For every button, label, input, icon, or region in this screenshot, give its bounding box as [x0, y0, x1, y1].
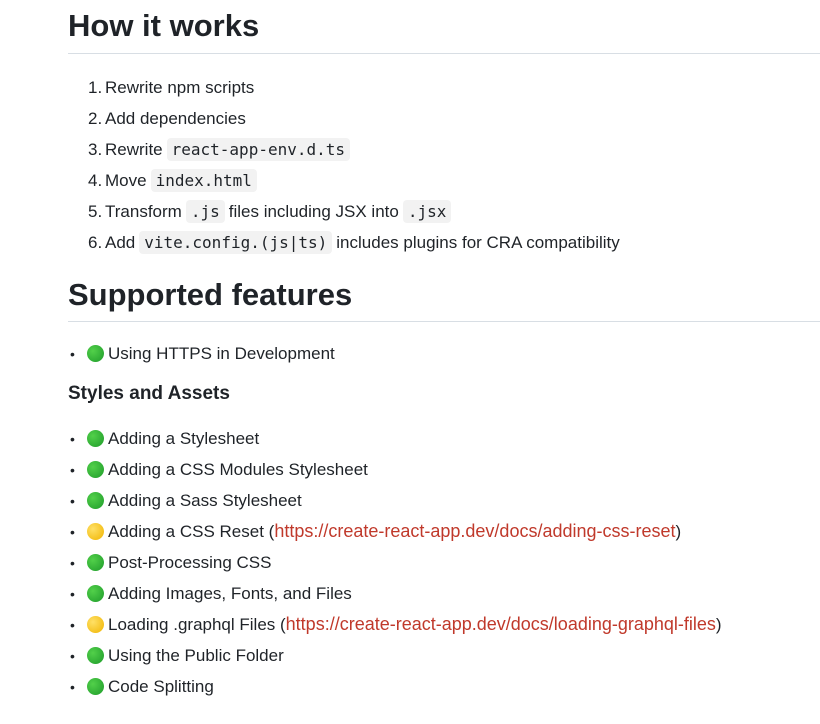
- feature-text: Adding a Stylesheet: [108, 428, 260, 448]
- step-text: Rewrite npm scripts: [105, 77, 255, 97]
- inline-code: .jsx: [402, 200, 452, 223]
- feature-item: • Adding a CSS Reset (https://create-reac…: [68, 516, 820, 547]
- heading-supported-features: Supported features: [68, 276, 820, 322]
- green-circle-icon: [87, 678, 104, 695]
- docs-link[interactable]: https://create-react-app.dev/docs/adding…: [274, 521, 676, 541]
- step-number: 3.: [88, 139, 103, 159]
- bullet-icon: •: [70, 616, 75, 633]
- bullet-icon: •: [70, 461, 75, 478]
- bullet-icon: •: [70, 678, 75, 695]
- step-number: 1.: [88, 77, 103, 97]
- feature-item: • Adding a CSS Modules Stylesheet: [68, 454, 820, 485]
- feature-item: • Code Splitting: [68, 671, 820, 702]
- step-text: includes plugins for CRA compatibility: [336, 232, 620, 252]
- green-circle-icon: [87, 554, 104, 571]
- bullet-icon: •: [70, 647, 75, 664]
- feature-item: • Adding Images, Fonts, and Files: [68, 578, 820, 609]
- feature-item: • Post-Processing CSS: [68, 547, 820, 578]
- docs-link[interactable]: https://create-react-app.dev/docs/loadin…: [285, 614, 716, 634]
- feature-text-after: ): [675, 521, 682, 541]
- bullet-icon: •: [70, 523, 75, 540]
- feature-text: Adding a CSS Reset (: [108, 521, 275, 541]
- feature-text: Code Splitting: [108, 676, 214, 696]
- feature-text: Post-Processing CSS: [108, 552, 272, 572]
- step-text: Transform: [105, 201, 182, 221]
- yellow-circle-icon: [87, 616, 104, 633]
- feature-text: Adding a Sass Stylesheet: [108, 490, 302, 510]
- green-circle-icon: [87, 585, 104, 602]
- feature-text-after: ): [715, 614, 722, 634]
- step-text: Add: [105, 232, 136, 252]
- feature-item: • Using the Public Folder: [68, 640, 820, 671]
- features-list-styles: • Adding a Stylesheet • Adding a CSS Module…: [68, 423, 820, 702]
- inline-code: index.html: [150, 169, 257, 192]
- yellow-circle-icon: [87, 523, 104, 540]
- bullet-icon: •: [70, 430, 75, 447]
- step-text: files including JSX into: [228, 201, 399, 221]
- bullet-icon: •: [70, 345, 75, 362]
- step-number: 5.: [88, 201, 103, 221]
- inline-code: vite.config.(js|ts): [139, 231, 333, 254]
- feature-item: • Adding a Sass Stylesheet: [68, 485, 820, 516]
- feature-item: • Loading .graphql Files (https://create-…: [68, 609, 820, 640]
- feature-item: • Adding a Stylesheet: [68, 423, 820, 454]
- step-text: Move: [105, 170, 147, 190]
- bullet-icon: •: [70, 554, 75, 571]
- green-circle-icon: [87, 647, 104, 664]
- heading-styles-and-assets: Styles and Assets: [68, 383, 230, 404]
- bullet-icon: •: [70, 492, 75, 509]
- bullet-icon: •: [70, 585, 75, 602]
- green-circle-icon: [87, 461, 104, 478]
- step-number: 6.: [88, 232, 103, 252]
- feature-text: Adding a CSS Modules Stylesheet: [108, 459, 368, 479]
- green-circle-icon: [87, 345, 104, 362]
- step-text: Add dependencies: [105, 108, 246, 128]
- step-number: 4.: [88, 170, 103, 190]
- heading-how-it-works: How it works: [68, 0, 820, 54]
- inline-code: .js: [185, 200, 225, 223]
- feature-item: • Using HTTPS in Development: [68, 338, 820, 369]
- feature-text: Adding Images, Fonts, and Files: [108, 583, 352, 603]
- step-item: 1.Rewrite npm scripts: [88, 72, 820, 103]
- step-text: Rewrite: [105, 139, 163, 159]
- green-circle-icon: [87, 430, 104, 447]
- feature-text: Using the Public Folder: [108, 645, 284, 665]
- green-circle-icon: [87, 492, 104, 509]
- features-list-top: • Using HTTPS in Development: [68, 338, 820, 369]
- inline-code: react-app-env.d.ts: [166, 138, 351, 161]
- feature-text: Loading .graphql Files (: [108, 614, 286, 634]
- step-item: 2.Add dependencies: [88, 103, 820, 134]
- feature-text: Using HTTPS in Development: [108, 343, 335, 363]
- step-number: 2.: [88, 108, 103, 128]
